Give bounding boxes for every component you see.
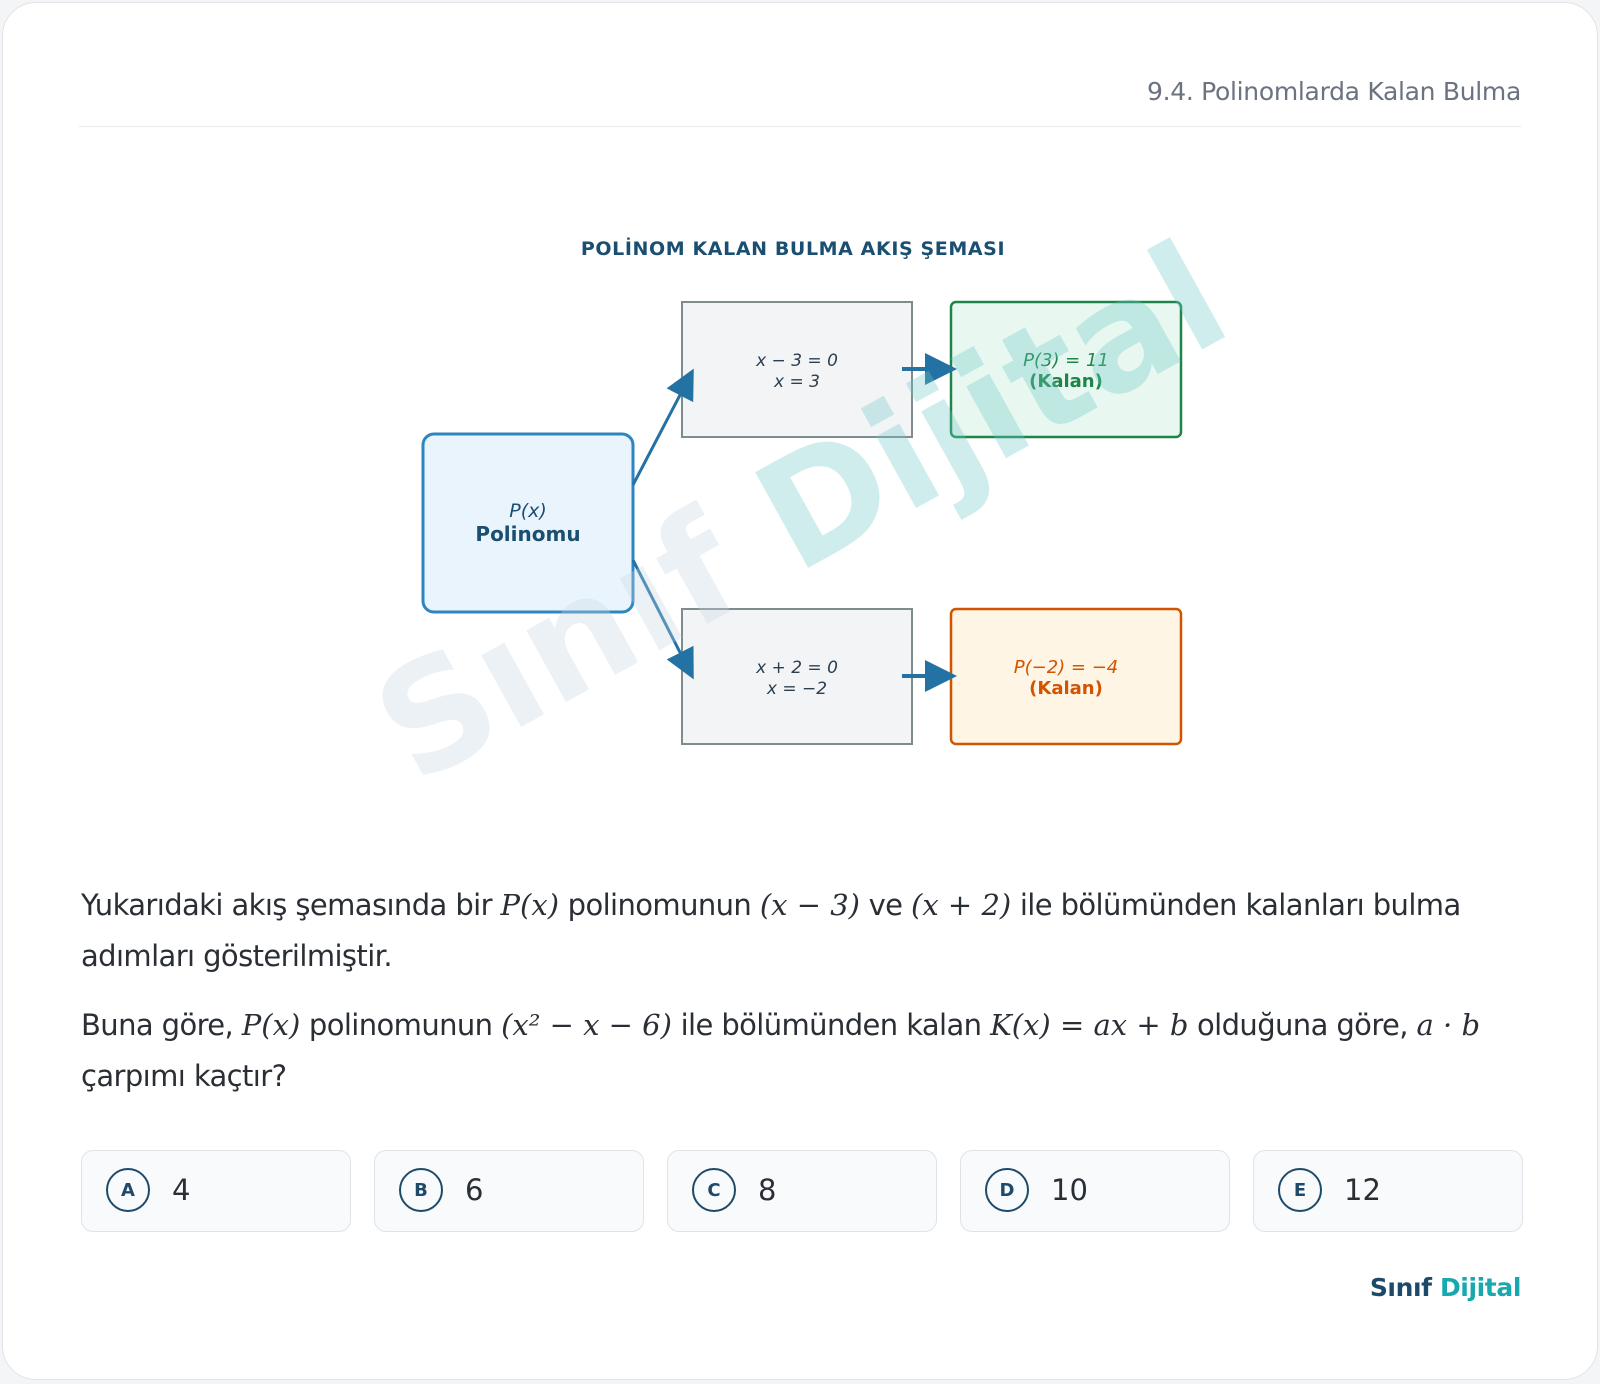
diagram-title: POLİNOM KALAN BULMA AKIŞ ŞEMASI <box>581 236 1005 260</box>
option-e[interactable]: E 12 <box>1253 1150 1523 1232</box>
option-b-letter: B <box>399 1168 443 1212</box>
option-b-value: 6 <box>465 1173 484 1207</box>
step-top-line1: x − 3 = 0 <box>755 351 838 371</box>
result-bottom-line2: (Kalan) <box>1029 678 1103 699</box>
step-bottom-line1: x + 2 = 0 <box>755 658 838 678</box>
source-line1: P(x) <box>509 500 547 522</box>
topic-label: 9.4. Polinomlarda Kalan Bulma <box>1146 77 1521 106</box>
option-d[interactable]: D 10 <box>960 1150 1230 1232</box>
source-box <box>421 432 635 614</box>
option-a[interactable]: A 4 <box>81 1150 351 1232</box>
result-top-line2: (Kalan) <box>1029 371 1103 392</box>
option-e-letter: E <box>1278 1168 1322 1212</box>
arrow-source-to-bottom <box>631 559 694 680</box>
step-box-top <box>681 301 913 438</box>
result-top-line1: P(3) = 11 <box>1023 350 1109 371</box>
option-b[interactable]: B 6 <box>374 1150 644 1232</box>
step-bottom-line2: x = −2 <box>766 679 827 699</box>
option-a-value: 4 <box>172 1173 191 1207</box>
question-prompt: Buna göre, P(x) polinomunun (x² − x − 6)… <box>81 1008 1481 1093</box>
header-divider <box>79 126 1521 127</box>
arrow-source-to-top <box>631 368 694 486</box>
option-c-value: 8 <box>758 1173 777 1207</box>
result-bottom-line1: P(−2) = −4 <box>1014 657 1119 678</box>
brand-logo: Sınıf Dijital <box>1369 1273 1522 1302</box>
option-c-letter: C <box>692 1168 736 1212</box>
step-top-line2: x = 3 <box>773 372 820 392</box>
option-d-letter: D <box>985 1168 1029 1212</box>
question-intro: Yukarıdaki akış şemasında bir P(x) polin… <box>81 888 1461 973</box>
option-e-value: 12 <box>1344 1173 1381 1207</box>
option-c[interactable]: C 8 <box>667 1150 937 1232</box>
option-a-letter: A <box>106 1168 150 1212</box>
source-line2: Polinomu <box>475 522 580 546</box>
flow-diagram: POLİNOM KALAN BULMA AKIŞ ŞEMASI P(x) Pol… <box>421 236 1183 746</box>
option-d-value: 10 <box>1051 1173 1088 1207</box>
